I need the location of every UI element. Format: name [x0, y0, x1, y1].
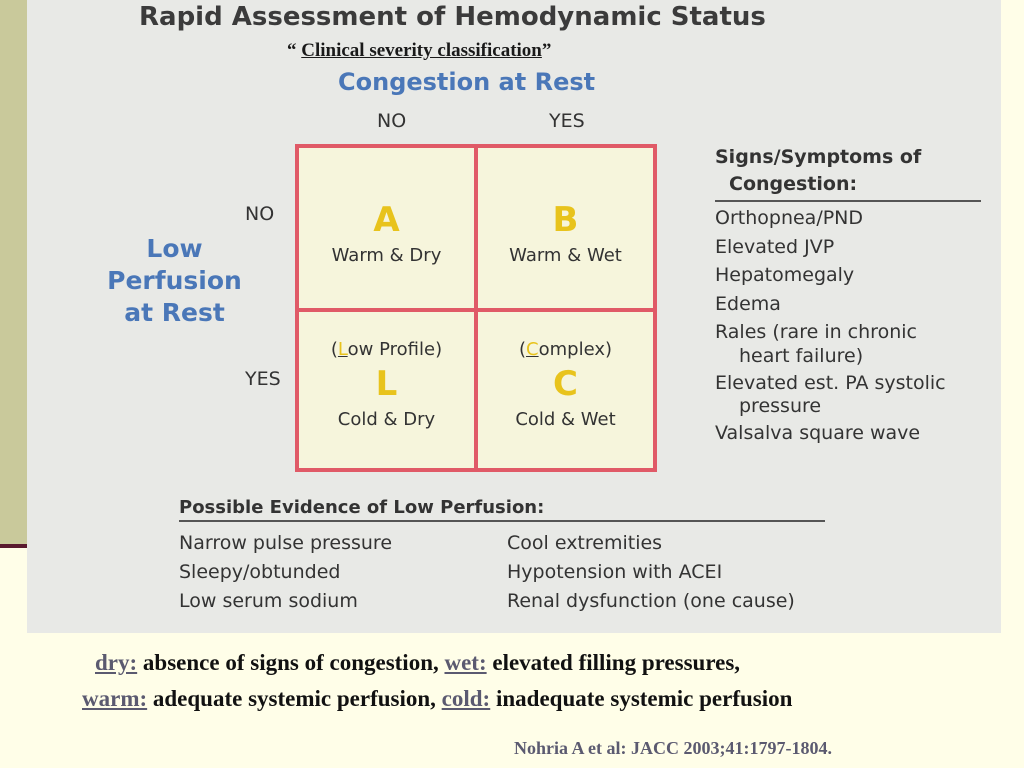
congestion-no-label: NO: [377, 110, 407, 132]
subtitle-close-quote: ”: [541, 40, 552, 61]
signs-title-line2: Congestion:: [729, 173, 858, 195]
perfusion-title-line2: Perfusion: [107, 266, 242, 295]
signs-title-line1: Signs/Symptoms of: [715, 146, 922, 168]
def-wet-text: elevated filling pressures,: [486, 650, 741, 675]
cell-a-warm-dry: A Warm & Dry: [299, 200, 474, 268]
cell-b-warm-wet: B Warm & Wet: [478, 200, 653, 268]
cell-c-paren-rest: omplex): [538, 339, 612, 360]
evidence-left-list: Narrow pulse pressure Sleepy/obtunded Lo…: [179, 529, 392, 616]
list-item: Sleepy/obtunded: [179, 561, 341, 583]
list-item: heart failure): [739, 344, 864, 367]
term-dry: dry:: [95, 650, 138, 675]
cell-b-label: Warm & Wet: [509, 245, 622, 266]
evidence-right-list: Cool extremities Hypotension with ACEI R…: [507, 529, 795, 616]
list-item: Narrow pulse pressure: [179, 532, 393, 554]
list-item: Elevated est. PA systolic: [715, 371, 946, 394]
evidence-divider: [179, 520, 825, 522]
list-item: Cool extremities: [507, 532, 663, 554]
congestion-yes-label: YES: [549, 110, 585, 132]
list-item: Valsalva square wave: [715, 422, 921, 444]
perfusion-title-line3: at Rest: [124, 298, 225, 327]
definition-line-2: warm: adequate systemic perfusion, cold:…: [82, 686, 792, 712]
perfusion-no-label: NO: [245, 203, 275, 225]
signs-divider: [715, 200, 981, 202]
cell-c-profile: (Complex): [478, 338, 653, 362]
cell-c-paren-open: (: [518, 339, 527, 360]
cell-c-cold-wet: (Complex) C Cold & Wet: [478, 338, 653, 432]
classification-grid: A Warm & Dry B Warm & Wet (Low Profile) …: [295, 144, 657, 472]
cell-b-letter: B: [552, 200, 579, 240]
cell-l-profile: (Low Profile): [299, 338, 474, 362]
list-item: Hepatomegaly: [715, 264, 855, 286]
subtitle-open-quote: “: [287, 40, 302, 61]
signs-list: Orthopnea/PND Elevated JVP Hepatomegaly …: [715, 204, 946, 448]
list-item: Elevated JVP: [715, 235, 835, 258]
left-decor-rule: [0, 544, 28, 548]
left-decor-band: [0, 0, 27, 545]
term-cold: cold:: [441, 686, 491, 711]
list-item: Rales (rare in chronic: [715, 321, 917, 343]
subtitle-text: Clinical severity classification: [301, 40, 542, 61]
term-wet: wet:: [444, 650, 487, 675]
cell-l-paren-open: (: [330, 339, 338, 360]
def-dry-text: absence of signs of congestion,: [137, 650, 445, 675]
perfusion-title-line1: Low: [146, 234, 203, 263]
def-cold-text: inadequate systemic perfusion: [490, 686, 793, 711]
list-item: pressure: [739, 395, 822, 417]
cell-c-paren-letter: C: [526, 339, 539, 360]
perfusion-title: Low Perfusion at Rest: [87, 233, 262, 329]
cell-l-cold-dry: (Low Profile) L Cold & Dry: [299, 338, 474, 432]
cell-l-paren-letter: L: [337, 339, 348, 360]
cell-l-label: Cold & Dry: [337, 409, 436, 430]
cell-l-paren-rest: ow Profile): [347, 339, 443, 360]
figure-panel: Rapid Assessment of Hemodynamic Status “…: [27, 0, 1001, 633]
cell-l-letter: L: [375, 364, 398, 404]
signs-title: Signs/Symptoms of Congestion:: [715, 144, 921, 198]
grid-horizontal-divider: [299, 308, 653, 312]
congestion-title: Congestion at Rest: [338, 68, 596, 96]
definition-line-1: dry: absence of signs of congestion, wet…: [95, 650, 740, 676]
def-warm-text: adequate systemic perfusion,: [147, 686, 442, 711]
cell-c-label: Cold & Wet: [515, 409, 616, 430]
term-warm: warm:: [82, 686, 148, 711]
citation: Nohria A et al: JACC 2003;41:1797-1804.: [514, 738, 832, 758]
list-item: Renal dysfunction (one cause): [507, 590, 795, 612]
perfusion-yes-label: YES: [245, 368, 281, 390]
subtitle: “ Clinical severity classification”: [287, 40, 551, 62]
list-item: Low serum sodium: [179, 590, 358, 612]
list-item: Orthopnea/PND: [715, 207, 864, 229]
cell-a-letter: A: [373, 200, 400, 240]
cell-c-letter: C: [553, 364, 578, 404]
list-item: Hypotension with ACEI: [507, 561, 723, 583]
figure-title: Rapid Assessment of Hemodynamic Status: [139, 2, 766, 32]
cell-a-label: Warm & Dry: [331, 245, 442, 266]
evidence-title: Possible Evidence of Low Perfusion:: [179, 497, 545, 518]
list-item: Edema: [715, 292, 781, 315]
